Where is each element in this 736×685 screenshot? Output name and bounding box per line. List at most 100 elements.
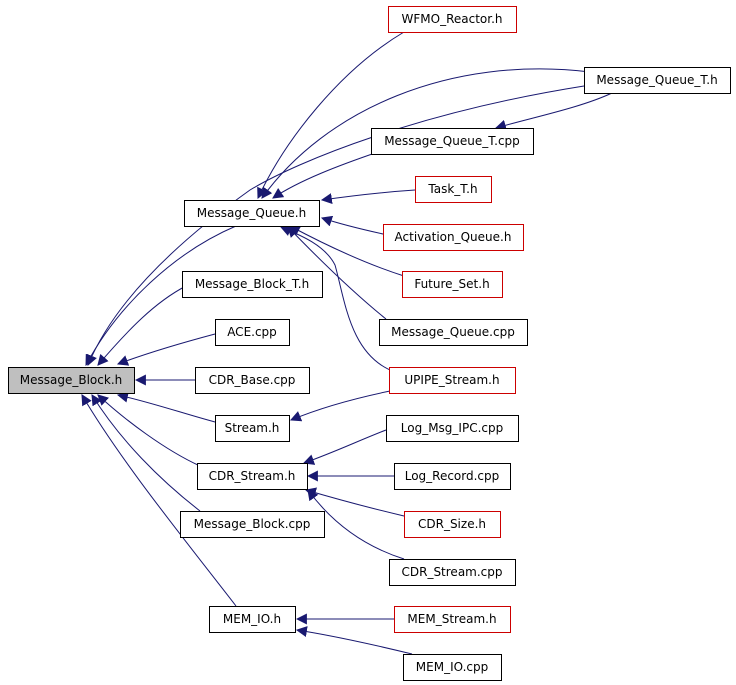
node-log-msg-ipc-cpp[interactable]: Log_Msg_IPC.cpp: [386, 415, 519, 442]
edge-message-queue-t-h-to-message-block-h: [86, 85, 585, 367]
node-label: CDR_Base.cpp: [209, 373, 296, 387]
edge-line: [287, 226, 387, 320]
node-label: MEM_IO.cpp: [416, 660, 488, 674]
node-mem-stream-h[interactable]: MEM_Stream.h: [394, 606, 511, 633]
edge-cdr-stream-h-to-message-block-h: [97, 394, 201, 467]
node-activation-queue-h[interactable]: Activation_Queue.h: [383, 224, 524, 251]
edge-line: [302, 429, 387, 465]
node-message-queue-cpp[interactable]: Message_Queue.cpp: [379, 319, 528, 346]
node-box[interactable]: [403, 654, 502, 681]
node-label: Task_T.h: [427, 182, 477, 196]
node-wfmo-reactor-h[interactable]: WFMO_Reactor.h: [388, 6, 517, 33]
node-cdr-size-h[interactable]: CDR_Size.h: [404, 511, 501, 538]
node-box[interactable]: [415, 176, 492, 203]
node-box[interactable]: [8, 367, 135, 394]
node-box[interactable]: [215, 415, 290, 442]
edge-line: [272, 151, 379, 199]
edge-message-block-t-h-to-message-block-h: [97, 285, 187, 366]
nodes-layer: Message_Block.h Message_Queue.hMessage_Bl…: [8, 6, 731, 681]
node-box[interactable]: [584, 67, 731, 94]
edge-wfmo-reactor-h-to-message-queue-h: [257, 31, 405, 199]
edge-line: [295, 626, 413, 655]
edge-future-set-h-to-message-queue-h: [289, 225, 405, 277]
edge-line: [320, 215, 384, 235]
edge-line: [97, 285, 187, 366]
node-stream-h[interactable]: Stream.h: [215, 415, 290, 442]
node-box[interactable]: [371, 128, 534, 155]
edge-upipe-stream-h-to-stream-h: [289, 389, 396, 422]
edge-mem-io-cpp-to-mem-io-h: [295, 626, 413, 655]
node-ace-cpp[interactable]: ACE.cpp: [215, 319, 290, 346]
node-label: Message_Block_T.h: [195, 277, 309, 291]
edge-log-msg-ipc-cpp-to-cdr-stream-h: [302, 429, 387, 465]
edge-line: [307, 489, 405, 560]
node-upipe-stream-h[interactable]: UPIPE_Stream.h: [389, 367, 516, 394]
edge-line: [97, 394, 201, 467]
edge-message-queue-t-cpp-to-message-queue-t-h: [494, 92, 613, 131]
node-label: Message_Queue_T.cpp: [384, 134, 520, 148]
node-box[interactable]: [394, 606, 511, 633]
node-label: Activation_Queue.h: [395, 230, 512, 244]
node-box[interactable]: [388, 6, 517, 33]
node-cdr-base-cpp[interactable]: CDR_Base.cpp: [195, 367, 310, 394]
node-message-block-t-h[interactable]: Message_Block_T.h: [182, 271, 323, 298]
edge-ace-cpp-to-message-block-h: [116, 333, 216, 366]
edge-line: [494, 92, 613, 131]
edge-line: [289, 225, 405, 277]
node-box[interactable]: [215, 319, 290, 346]
node-label: CDR_Stream.cpp: [401, 565, 502, 579]
node-box[interactable]: [180, 511, 325, 538]
node-label: Log_Record.cpp: [405, 469, 500, 483]
node-box[interactable]: [394, 463, 511, 490]
node-box[interactable]: [383, 224, 524, 251]
node-label: Future_Set.h: [414, 277, 489, 291]
node-message-queue-t-cpp[interactable]: Message_Queue_T.cpp: [371, 128, 534, 155]
node-box[interactable]: [389, 367, 516, 394]
node-box[interactable]: [184, 200, 320, 227]
node-cdr-stream-cpp[interactable]: CDR_Stream.cpp: [389, 559, 516, 586]
node-log-record-cpp[interactable]: Log_Record.cpp: [394, 463, 511, 490]
edges-layer: [81, 31, 613, 655]
node-message-queue-h[interactable]: Message_Queue.h: [184, 200, 320, 227]
edge-activation-queue-h-to-message-queue-h: [320, 215, 384, 235]
node-label: CDR_Stream.h: [209, 469, 296, 483]
node-box[interactable]: [404, 511, 501, 538]
edge-line: [257, 31, 405, 199]
node-box[interactable]: [209, 606, 296, 633]
node-task-t-h[interactable]: Task_T.h: [415, 176, 492, 203]
node-message-block-cpp[interactable]: Message_Block.cpp: [180, 511, 325, 538]
node-label: WFMO_Reactor.h: [402, 12, 503, 26]
node-mem-io-cpp[interactable]: MEM_IO.cpp: [403, 654, 502, 681]
node-box[interactable]: [195, 367, 310, 394]
node-box[interactable]: [389, 559, 516, 586]
edge-message-queue-t-cpp-to-message-queue-h: [272, 151, 379, 199]
node-cdr-stream-h[interactable]: CDR_Stream.h: [197, 463, 308, 490]
edge-message-queue-t-h-to-message-queue-h: [261, 68, 591, 199]
node-message-block-h[interactable]: Message_Block.h: [8, 367, 135, 394]
node-label: Log_Msg_IPC.cpp: [401, 421, 503, 435]
edge-line: [81, 394, 237, 607]
edge-task-t-h-to-message-queue-h: [320, 189, 416, 205]
edge-cdr-stream-cpp-to-cdr-stream-h: [307, 489, 405, 560]
node-box[interactable]: [386, 415, 519, 442]
node-mem-io-h[interactable]: MEM_IO.h: [209, 606, 296, 633]
edge-upipe-stream-h-to-message-queue-h: [279, 225, 396, 373]
node-box[interactable]: [182, 271, 323, 298]
node-future-set-h[interactable]: Future_Set.h: [402, 271, 503, 298]
node-label: Message_Block.h: [20, 373, 122, 387]
edge-mem-io-h-to-message-block-h: [81, 394, 237, 607]
node-label: Message_Queue.h: [197, 206, 306, 220]
edge-line: [116, 391, 216, 423]
edge-message-queue-cpp-to-message-queue-h: [287, 226, 387, 320]
edge-line: [320, 189, 416, 205]
node-label: Message_Queue_T.h: [596, 73, 717, 87]
edge-line: [279, 225, 396, 373]
node-box[interactable]: [379, 319, 528, 346]
node-label: MEM_IO.h: [223, 612, 281, 626]
node-message-queue-t-h[interactable]: Message_Queue_T.h: [584, 67, 731, 94]
edge-line: [116, 333, 216, 366]
node-box[interactable]: [402, 271, 503, 298]
node-box[interactable]: [197, 463, 308, 490]
